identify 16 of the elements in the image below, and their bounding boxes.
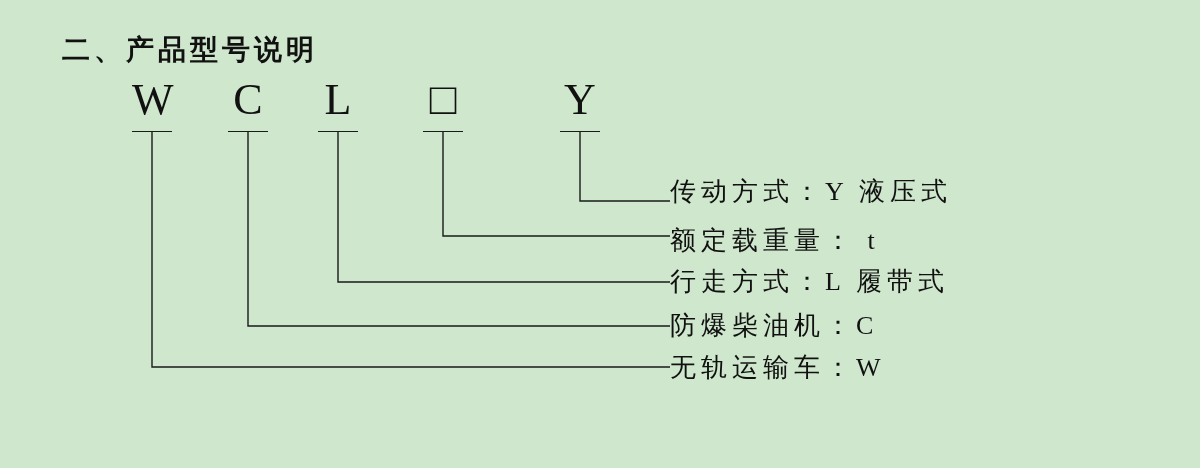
description-text: 无轨运输车：W xyxy=(670,351,886,385)
connector-line xyxy=(151,131,671,368)
code-letter: L xyxy=(318,78,358,132)
code-letter: W xyxy=(132,78,172,132)
description-text: 传动方式：Y 液压式 xyxy=(670,175,953,209)
code-letter: C xyxy=(228,78,268,132)
description-text: 额定载重量： t xyxy=(670,224,880,258)
connector-line xyxy=(579,131,671,202)
description-text: 防爆柴油机：C xyxy=(670,309,879,343)
code-letter: □ xyxy=(423,78,463,132)
connector-line xyxy=(442,131,671,237)
code-letter: Y xyxy=(560,78,600,132)
diagram-title: 二、产品型号说明 xyxy=(62,32,318,68)
connector-line xyxy=(247,131,671,327)
connector-line xyxy=(337,131,671,283)
description-text: 行走方式：L 履带式 xyxy=(670,265,950,299)
